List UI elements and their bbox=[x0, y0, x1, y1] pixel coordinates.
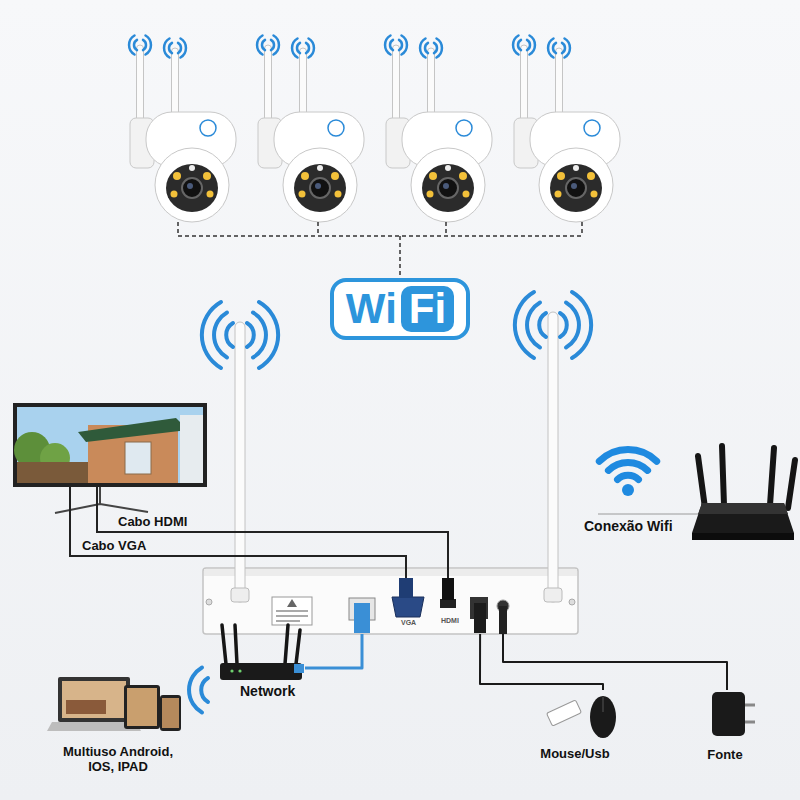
usb-stick bbox=[547, 700, 582, 726]
router-base bbox=[692, 533, 794, 540]
fence bbox=[17, 462, 97, 483]
adapter-body bbox=[712, 692, 745, 736]
mouse-usb bbox=[547, 696, 616, 738]
wifi-wave bbox=[515, 292, 546, 358]
router-caption: Conexão Wifi bbox=[584, 518, 673, 534]
sticker-line bbox=[276, 610, 308, 612]
hdmi-cable bbox=[97, 487, 448, 580]
nvr-shade bbox=[204, 569, 577, 576]
monitor-stand bbox=[55, 487, 148, 513]
ethernet-plug bbox=[294, 664, 304, 673]
wifi-wave bbox=[599, 450, 656, 462]
monitor-frame bbox=[13, 403, 207, 487]
nvr-box bbox=[203, 568, 578, 634]
port-label: HDMI bbox=[441, 617, 459, 625]
hdmi-plug bbox=[442, 578, 454, 600]
dashed-link bbox=[178, 222, 582, 278]
cable-connector bbox=[480, 634, 603, 690]
house-side bbox=[180, 415, 203, 483]
nvr-recorder bbox=[203, 568, 578, 634]
laptop-image bbox=[62, 681, 126, 718]
house-roof bbox=[78, 418, 188, 442]
vga-port bbox=[392, 597, 424, 617]
usb-plug bbox=[474, 603, 486, 633]
power-adapter bbox=[712, 692, 755, 736]
cable-connector bbox=[503, 634, 727, 690]
mouse-node: Mouse/Usb bbox=[525, 690, 625, 770]
wifi-wave bbox=[189, 668, 208, 713]
sticker-line bbox=[276, 620, 300, 622]
bed bbox=[66, 700, 106, 714]
wifi-camera bbox=[385, 36, 492, 223]
nvr-antenna bbox=[235, 322, 245, 602]
wifi-wave bbox=[618, 475, 639, 479]
logo-text: Wi bbox=[346, 286, 397, 332]
network-switch bbox=[220, 625, 304, 680]
wifi-camera bbox=[129, 36, 236, 223]
cable-connector bbox=[305, 634, 362, 668]
wifi-wave bbox=[247, 302, 278, 368]
vga-plug bbox=[399, 578, 413, 598]
port-label: VGA bbox=[401, 619, 416, 627]
device-caption: Network bbox=[240, 683, 295, 699]
screw bbox=[569, 599, 575, 605]
house-window bbox=[125, 442, 151, 474]
wifi-wave bbox=[560, 292, 591, 358]
wifi-camera bbox=[513, 36, 620, 223]
phone bbox=[160, 695, 181, 731]
tablet bbox=[124, 685, 160, 729]
mobile-devices bbox=[47, 677, 181, 731]
wifi-symbol bbox=[599, 450, 656, 480]
cable-label: Cabo HDMI bbox=[118, 514, 187, 529]
switch-body bbox=[220, 663, 302, 680]
wifi-logo: WiFi bbox=[330, 278, 470, 340]
wifi-camera bbox=[257, 36, 364, 223]
router-antenna bbox=[698, 446, 795, 508]
adapter-pins bbox=[745, 705, 755, 722]
wifi-wave bbox=[202, 302, 233, 368]
device-caption: Multiuso Android, IOS, IPAD bbox=[53, 744, 183, 774]
power-plug bbox=[499, 606, 507, 634]
hdmi-port bbox=[440, 599, 456, 608]
power-node: Fonte bbox=[690, 690, 760, 770]
ethernet-plug bbox=[354, 603, 370, 633]
wifi-dot bbox=[622, 484, 634, 496]
tablet-image bbox=[127, 688, 157, 726]
nvr-node: VGA HDMI bbox=[203, 568, 578, 634]
device-caption: Mouse/Usb bbox=[525, 746, 625, 761]
phone-image bbox=[162, 698, 179, 728]
devices-node: Multiuso Android, IOS, IPAD bbox=[45, 670, 190, 795]
network-node: Network bbox=[215, 620, 305, 700]
antenna-base bbox=[231, 588, 249, 602]
device-caption: Fonte bbox=[690, 747, 760, 762]
mouse-split bbox=[603, 697, 604, 712]
switch-antenna bbox=[222, 625, 300, 664]
router-top bbox=[698, 503, 788, 514]
nvr-antenna bbox=[548, 312, 558, 602]
antenna-base bbox=[544, 588, 562, 602]
leader-line bbox=[598, 514, 700, 515]
switch-light bbox=[230, 669, 233, 672]
vga-cable bbox=[70, 487, 406, 580]
logo-text: Fi bbox=[401, 286, 454, 332]
wifi-wave bbox=[608, 462, 647, 470]
wifi-waves bbox=[189, 292, 591, 713]
warning-sticker bbox=[272, 597, 312, 625]
sticker-line bbox=[276, 615, 308, 617]
laptop-screen bbox=[58, 677, 130, 722]
cable-label: Cabo VGA bbox=[82, 538, 146, 553]
screw bbox=[206, 599, 212, 605]
switch-light bbox=[238, 669, 241, 672]
monitor bbox=[13, 403, 207, 513]
router-body bbox=[692, 503, 794, 533]
mouse bbox=[590, 696, 616, 738]
warning-triangle bbox=[287, 599, 297, 607]
router-node: Conexão Wifi bbox=[580, 440, 798, 550]
